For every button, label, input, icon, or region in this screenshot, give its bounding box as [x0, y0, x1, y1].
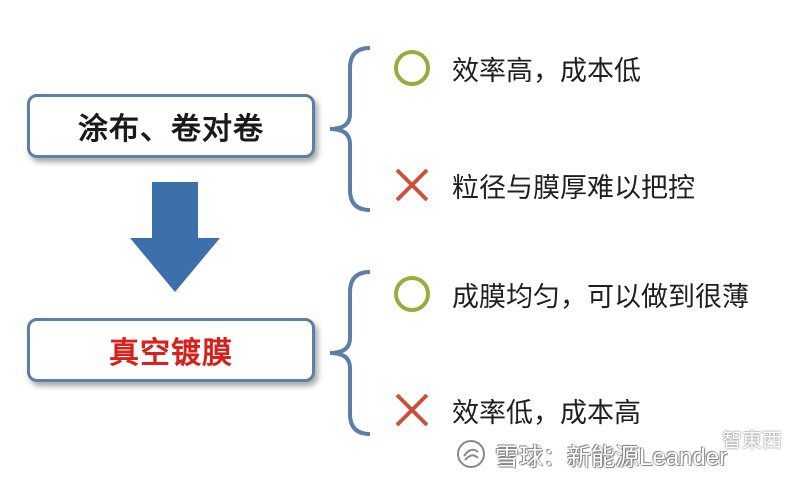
circle-icon: [394, 50, 430, 86]
bottom-cons-text: 效率低，成本高: [452, 397, 641, 429]
top-method-box: 涂布、卷对卷: [27, 94, 315, 158]
top-method-label: 涂布、卷对卷: [78, 112, 264, 147]
top-pros-text: 效率高，成本低: [452, 55, 641, 87]
snowball-logo-icon: [457, 440, 485, 468]
top-cons-text: 粒径与膜厚难以把控: [452, 172, 695, 204]
left-brace-icon: [329, 270, 371, 436]
circle-icon: [394, 276, 430, 312]
left-brace-icon: [329, 46, 371, 212]
bottom-pros-item: 成膜均匀，可以做到很薄: [392, 274, 749, 314]
watermark: 雪球：新能源Leander: [455, 434, 727, 474]
cross-icon: [395, 393, 429, 427]
watermark-corner: 智東西: [722, 428, 782, 452]
top-pros-item: 效率高，成本低: [392, 48, 641, 88]
watermark-text: 雪球：新能源Leander: [495, 443, 728, 471]
cross-icon: [395, 168, 429, 202]
top-cons-item: 粒径与膜厚难以把控: [392, 165, 695, 205]
down-arrow-icon: [130, 182, 220, 292]
bottom-cons-item: 效率低，成本高: [392, 390, 641, 430]
bottom-method-label: 真空镀膜: [109, 336, 233, 371]
bottom-method-box: 真空镀膜: [27, 318, 315, 382]
bottom-pros-text: 成膜均匀，可以做到很薄: [452, 281, 749, 313]
